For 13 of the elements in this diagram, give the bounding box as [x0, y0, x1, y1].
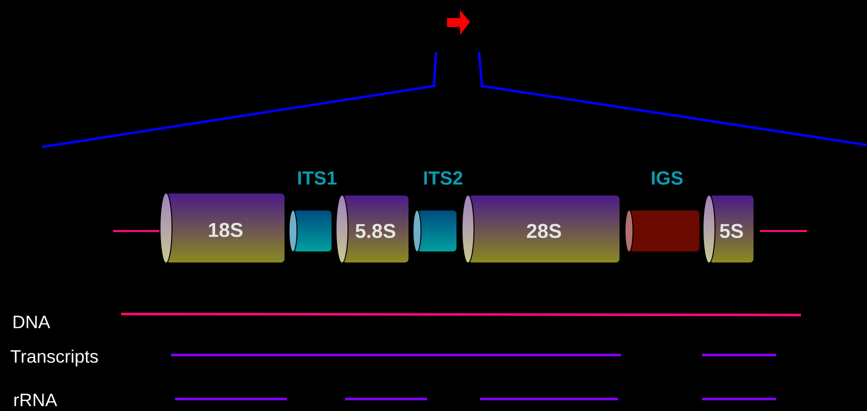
cylinder: ITS1: [288, 171, 337, 252]
track-label: DNA: [14, 316, 50, 328]
cylinder: 28S: [462, 194, 620, 264]
node-label: ITS1: [298, 171, 337, 185]
track-label: rRNA: [14, 394, 58, 406]
node-label: IGS: [652, 171, 683, 185]
cylinder: 18S: [160, 192, 286, 264]
track-label: Transcripts: [10, 350, 98, 366]
cylinder: IGS: [624, 171, 700, 252]
cylinder: ITS2: [412, 171, 462, 252]
cylinder: 5.8S: [336, 194, 410, 264]
cylinder: 5S: [702, 194, 754, 264]
node-label: ITS2: [424, 171, 462, 185]
